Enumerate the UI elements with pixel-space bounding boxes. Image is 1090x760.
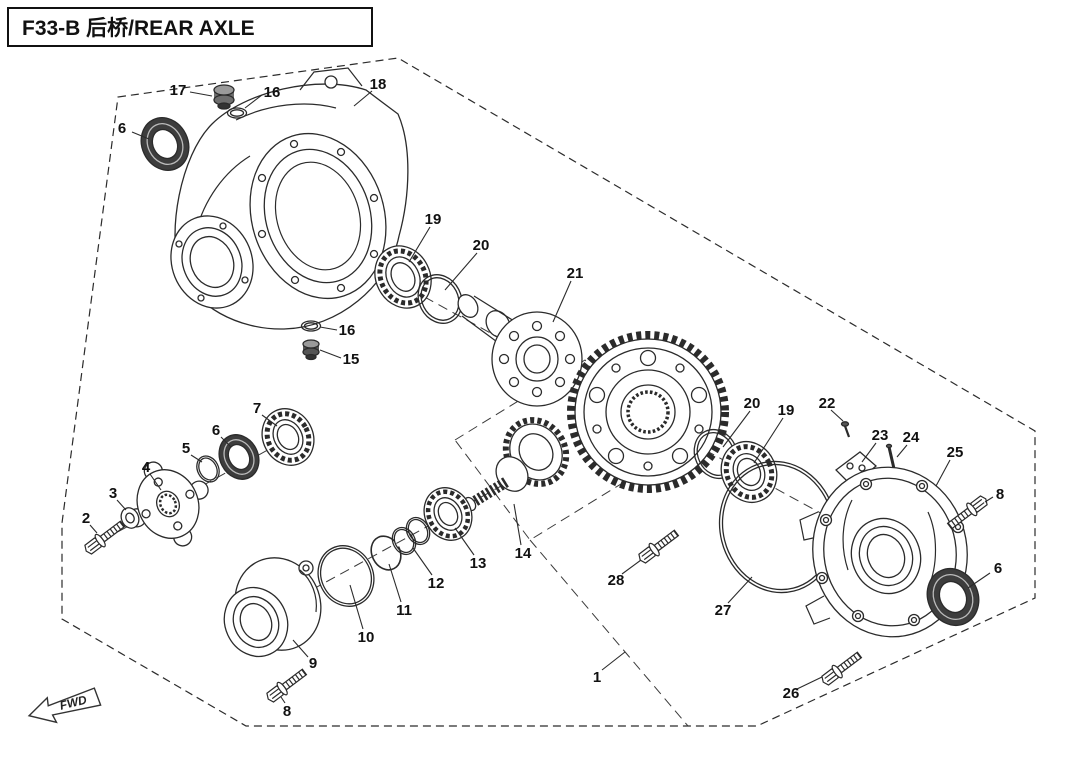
part-bearing-carrier-9 xyxy=(223,557,322,658)
callout-11: 11 xyxy=(396,602,412,619)
callout-15: 15 xyxy=(343,351,360,368)
callout-9: 9 xyxy=(309,655,317,672)
callout-6-mid: 6 xyxy=(212,422,220,439)
callout-18: 18 xyxy=(370,76,387,93)
diagram-title: F33-B 后桥/REAR AXLE xyxy=(22,16,255,40)
leader-lines xyxy=(89,90,994,704)
part-bevel-pinion-14 xyxy=(463,417,570,512)
callout-26: 26 xyxy=(783,685,800,702)
callout-20-right: 20 xyxy=(744,395,761,412)
part-plug-17 xyxy=(213,84,235,110)
callout-1: 1 xyxy=(593,669,601,686)
part-screw-22 xyxy=(840,421,851,438)
callout-10: 10 xyxy=(358,629,375,646)
part-oil-seal-6-mid xyxy=(218,434,260,480)
callout-4: 4 xyxy=(142,459,151,476)
fwd-arrow: FWD xyxy=(27,687,102,724)
callout-6-topleft: 6 xyxy=(118,120,126,137)
part-flange-hub-21 xyxy=(457,294,583,407)
callout-19-right: 19 xyxy=(778,402,795,419)
callout-6-right: 6 xyxy=(994,560,1002,577)
part-bearing-19-top xyxy=(374,245,432,309)
parts-layer xyxy=(81,67,991,706)
callout-5: 5 xyxy=(182,440,190,457)
callout-8-bottom: 8 xyxy=(283,703,291,720)
part-oil-seal-6-topleft xyxy=(140,117,190,171)
callout-25: 25 xyxy=(947,444,964,461)
title-block: F33-B 后桥/REAR AXLE xyxy=(7,7,373,47)
callout-7: 7 xyxy=(253,400,261,417)
part-washer-3 xyxy=(120,507,140,529)
fwd-label: FWD xyxy=(58,692,88,712)
callout-21: 21 xyxy=(567,265,584,282)
part-hub-4 xyxy=(127,461,209,547)
part-shim-10 xyxy=(317,545,375,607)
diagram-boundary xyxy=(61,57,1036,727)
callout-16-top: 16 xyxy=(264,84,281,101)
callout-17: 17 xyxy=(170,82,187,99)
callout-12: 12 xyxy=(428,575,445,592)
part-washer-16-top xyxy=(226,107,248,119)
callouts-layer: 17 16 18 6 19 20 21 16 15 7 6 5 4 3 2 20… xyxy=(82,76,1004,720)
part-oil-seal-6-right xyxy=(926,568,980,626)
callout-20-top: 20 xyxy=(473,237,490,254)
part-bearing-13 xyxy=(423,487,473,541)
callout-23: 23 xyxy=(872,427,889,444)
callout-28: 28 xyxy=(608,572,625,589)
callout-22: 22 xyxy=(819,395,836,412)
part-bolt-8-bottom xyxy=(263,665,310,706)
part-washer-16-mid xyxy=(300,320,322,332)
callout-8-right: 8 xyxy=(996,486,1004,503)
callout-14: 14 xyxy=(515,545,532,562)
part-rings-12 xyxy=(391,516,431,556)
part-bearing-7 xyxy=(261,408,315,466)
part-plug-15 xyxy=(302,339,320,361)
callout-27: 27 xyxy=(715,602,732,619)
callout-24: 24 xyxy=(903,429,920,446)
part-ring-gear xyxy=(567,331,729,493)
part-gear-case-18 xyxy=(170,67,409,330)
part-bolt-26 xyxy=(818,648,865,689)
part-bracket-23 xyxy=(835,451,878,487)
callout-2: 2 xyxy=(82,510,90,527)
callout-3: 3 xyxy=(109,485,117,502)
part-ring-5 xyxy=(196,455,220,483)
part-snap-ring-11 xyxy=(370,535,402,571)
fwd-arrow-icon xyxy=(27,687,102,724)
callout-16-mid: 16 xyxy=(339,322,356,339)
part-bolt-28 xyxy=(635,526,682,567)
callout-13: 13 xyxy=(470,555,487,572)
callout-19-top: 19 xyxy=(425,211,442,228)
part-oring-20-top xyxy=(417,274,463,324)
